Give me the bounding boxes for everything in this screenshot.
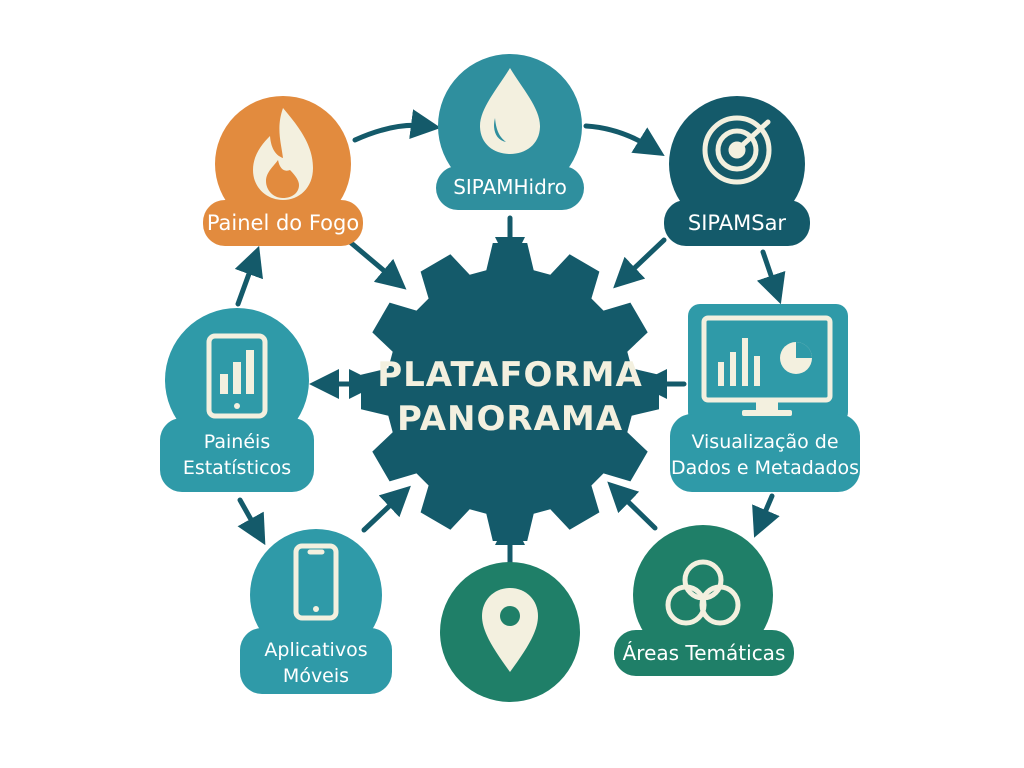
radar-icon <box>702 115 772 185</box>
node-label-pill <box>203 200 363 246</box>
node-label: Painel do Fogo <box>207 211 359 235</box>
node-visualizacao-dados: Visualização de Dados e Metadados <box>670 304 860 492</box>
node-label-line2: Dados e Metadados <box>671 457 859 479</box>
smartphone-icon <box>293 543 339 621</box>
gear-shape <box>361 243 659 541</box>
arrow-visualizacao-to-areas <box>752 493 780 538</box>
node-label-line2: Móveis <box>283 665 349 687</box>
arrow-sar-to-visualizacao <box>756 249 786 305</box>
node-label-pill <box>160 418 314 492</box>
water-drop-icon <box>480 68 540 154</box>
hub-title-line1: PLATAFORMA <box>377 355 643 395</box>
arrow-paineis-to-apps <box>237 497 266 546</box>
node-label-line1: Visualização de <box>691 431 838 453</box>
home-button-icon <box>313 606 319 612</box>
node-monitor-badge <box>688 304 848 424</box>
node-painel-do-fogo: Painel do Fogo <box>203 96 363 246</box>
hub-gear: PLATAFORMA PANORAMA <box>361 243 659 541</box>
node-label-line1: Painéis <box>204 431 270 453</box>
node-aplicativos-moveis: Aplicativos Móveis <box>240 529 392 694</box>
arrow-areas-to-hub <box>607 481 658 531</box>
overlapping-circles-icon <box>665 559 741 626</box>
node-circle <box>669 96 805 232</box>
node-label-line2: Estatísticos <box>183 457 291 479</box>
node-label: SIPAMHidro <box>453 175 567 199</box>
arrow-paineis-to-fogo <box>234 245 263 307</box>
node-localizacao <box>440 562 580 702</box>
node-label-pill <box>670 414 860 492</box>
map-pin-icon <box>482 588 538 672</box>
connectors <box>234 109 786 565</box>
node-label-line1: Aplicativos <box>264 639 367 661</box>
node-areas-tematicas: Áreas Temáticas <box>614 525 794 676</box>
node-label-pill <box>240 628 392 694</box>
monitor-chart-icon <box>701 315 833 416</box>
node-label-pill <box>664 200 810 246</box>
node-sipamsar: SIPAMSar <box>664 96 810 246</box>
hub-title-line2: PANORAMA <box>397 399 623 439</box>
arrow-sar-to-hub <box>613 237 667 289</box>
node-label-pill <box>436 166 584 210</box>
node-paineis-estatisticos: Painéis Estatísticos <box>160 308 314 492</box>
arrow-fogo-to-hub <box>347 239 407 290</box>
arrow-apps-to-hub <box>361 485 411 533</box>
flame-icon <box>253 108 313 200</box>
node-label: Áreas Temáticas <box>623 641 786 665</box>
node-sipamhidro: SIPAMHidro <box>436 54 584 210</box>
arrow-fogo-to-hidro <box>352 109 441 143</box>
tablet-bar-chart-icon <box>206 333 268 419</box>
node-label-pill <box>614 630 794 676</box>
arrow-hidro-to-sar <box>583 123 665 156</box>
node-label: SIPAMSar <box>688 211 787 235</box>
